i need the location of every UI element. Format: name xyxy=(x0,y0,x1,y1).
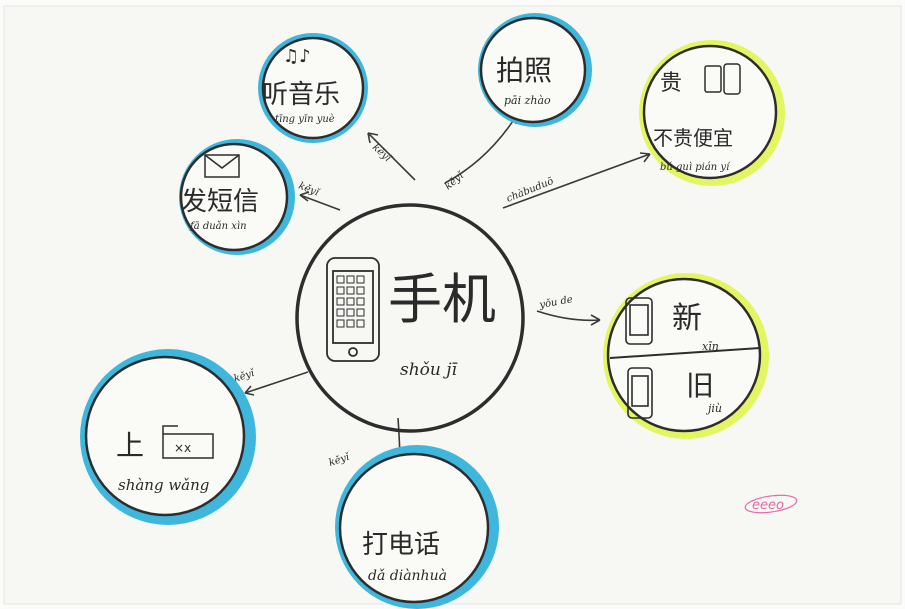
photo-pinyin: pāi zhào xyxy=(504,94,551,107)
phone-small-icon xyxy=(704,63,741,95)
arrow-photo xyxy=(444,114,518,184)
new-label: 新 xyxy=(672,301,702,336)
node-music: ♫♪ 听音乐 tīng yīn yuè xyxy=(258,33,368,143)
divider xyxy=(609,347,761,359)
arrow-newold xyxy=(536,310,601,322)
envelope-icon xyxy=(204,154,240,178)
arrow-net xyxy=(244,371,309,394)
call-label: 打电话 xyxy=(362,530,440,560)
node-photo: 拍照 pāi zhào xyxy=(478,13,592,127)
node-price: 贵 不贵便宜 bú guì pián yí xyxy=(639,40,785,186)
old-phone-icon xyxy=(627,367,653,419)
node-sms: 发短信 fā duǎn xìn xyxy=(179,139,295,255)
music-label: 听音乐 xyxy=(262,80,340,110)
node-call: 打电话 dǎ diànhuà xyxy=(335,445,499,609)
call-pinyin: dǎ diànhuà xyxy=(368,568,447,584)
new-phone-icon xyxy=(625,297,653,345)
old-label: 旧 xyxy=(686,369,714,402)
phone-icon xyxy=(326,257,380,362)
photo-label: 拍照 xyxy=(496,54,552,87)
sms-label: 发短信 xyxy=(181,187,259,217)
arrow-sms xyxy=(299,194,341,211)
sms-pinyin: fā duǎn xìn xyxy=(189,221,247,232)
music-pinyin: tīng yīn yuè xyxy=(275,114,335,125)
signature-text: eeeo xyxy=(752,498,784,513)
center-title: 手机 xyxy=(388,268,496,331)
center-pinyin: shǒu jī xyxy=(400,360,459,380)
price-pinyin: bú guì pián yí xyxy=(660,162,731,173)
net-pinyin: shàng wǎng xyxy=(118,476,209,494)
old-pinyin: jiù xyxy=(705,402,722,415)
node-net: 上 ×x shàng wǎng xyxy=(80,349,256,525)
music-note-icon: ♫♪ xyxy=(283,46,311,67)
svg-text:×x: ×x xyxy=(174,441,191,455)
arrow-price xyxy=(502,153,651,209)
arrow-music xyxy=(367,132,416,181)
browser-window-icon: ×x xyxy=(162,425,214,459)
signature: eeeo xyxy=(744,494,798,514)
node-newold: 新 xīn 旧 jiù xyxy=(603,273,769,439)
price-top-label: 贵 xyxy=(660,71,682,96)
center-node: 手机 shǒu jī xyxy=(295,203,525,433)
price-label: 不贵便宜 xyxy=(653,126,733,150)
new-pinyin: xīn xyxy=(702,340,719,353)
net-label: 上 xyxy=(116,429,144,462)
